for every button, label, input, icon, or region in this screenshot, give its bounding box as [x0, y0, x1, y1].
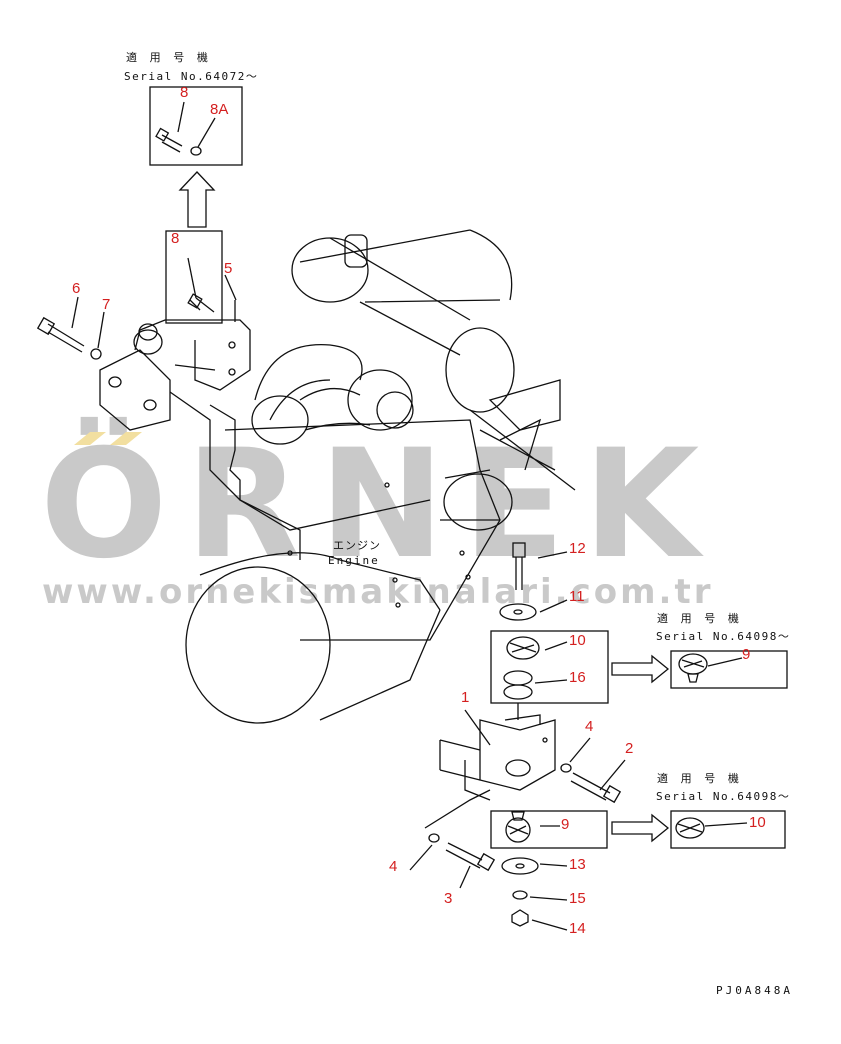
part-label-8-top: 8 — [180, 84, 189, 101]
part-label-4-left: 4 — [389, 858, 398, 875]
watermark-brand: ÖRNEK — [40, 418, 718, 592]
note-top-serial: Serial No.64072～ — [124, 70, 259, 83]
part-label-10: 10 — [569, 632, 586, 649]
part-label-14: 14 — [569, 920, 586, 937]
part-label-2: 2 — [625, 740, 634, 757]
part-label-12: 12 — [569, 540, 586, 557]
part-label-16: 16 — [569, 669, 586, 686]
note-mid-serial: Serial No.64098～ — [656, 630, 791, 643]
note-low-serial: Serial No.64098～ — [656, 790, 791, 803]
part-label-6: 6 — [72, 280, 81, 297]
note-top-jp: 適 用 号 機 — [126, 51, 211, 64]
part-label-1: 1 — [461, 689, 470, 706]
note-mid-jp: 適 用 号 機 — [657, 612, 742, 625]
part-label-10-low: 10 — [749, 814, 766, 831]
part-label-9-low: 9 — [561, 816, 570, 833]
part-label-15: 15 — [569, 890, 586, 907]
part-label-8: 8 — [171, 230, 180, 247]
part-label-8a: 8A — [210, 101, 229, 118]
part-label-11: 11 — [569, 588, 585, 605]
part-label-13: 13 — [569, 856, 586, 873]
engine-label-jp: エンジン — [333, 539, 381, 552]
watermark-url: www.ornekismakinalari.com.tr — [42, 572, 714, 612]
part-label-4-right: 4 — [585, 718, 594, 735]
drawing-code: PJ0A848A — [716, 984, 793, 997]
part-label-9-mid: 9 — [742, 646, 751, 663]
engine-label-en: Engine — [328, 554, 380, 567]
part-label-7: 7 — [102, 296, 111, 313]
part-label-3: 3 — [444, 890, 453, 907]
part-label-5: 5 — [224, 260, 233, 277]
note-low-jp: 適 用 号 機 — [657, 772, 742, 785]
